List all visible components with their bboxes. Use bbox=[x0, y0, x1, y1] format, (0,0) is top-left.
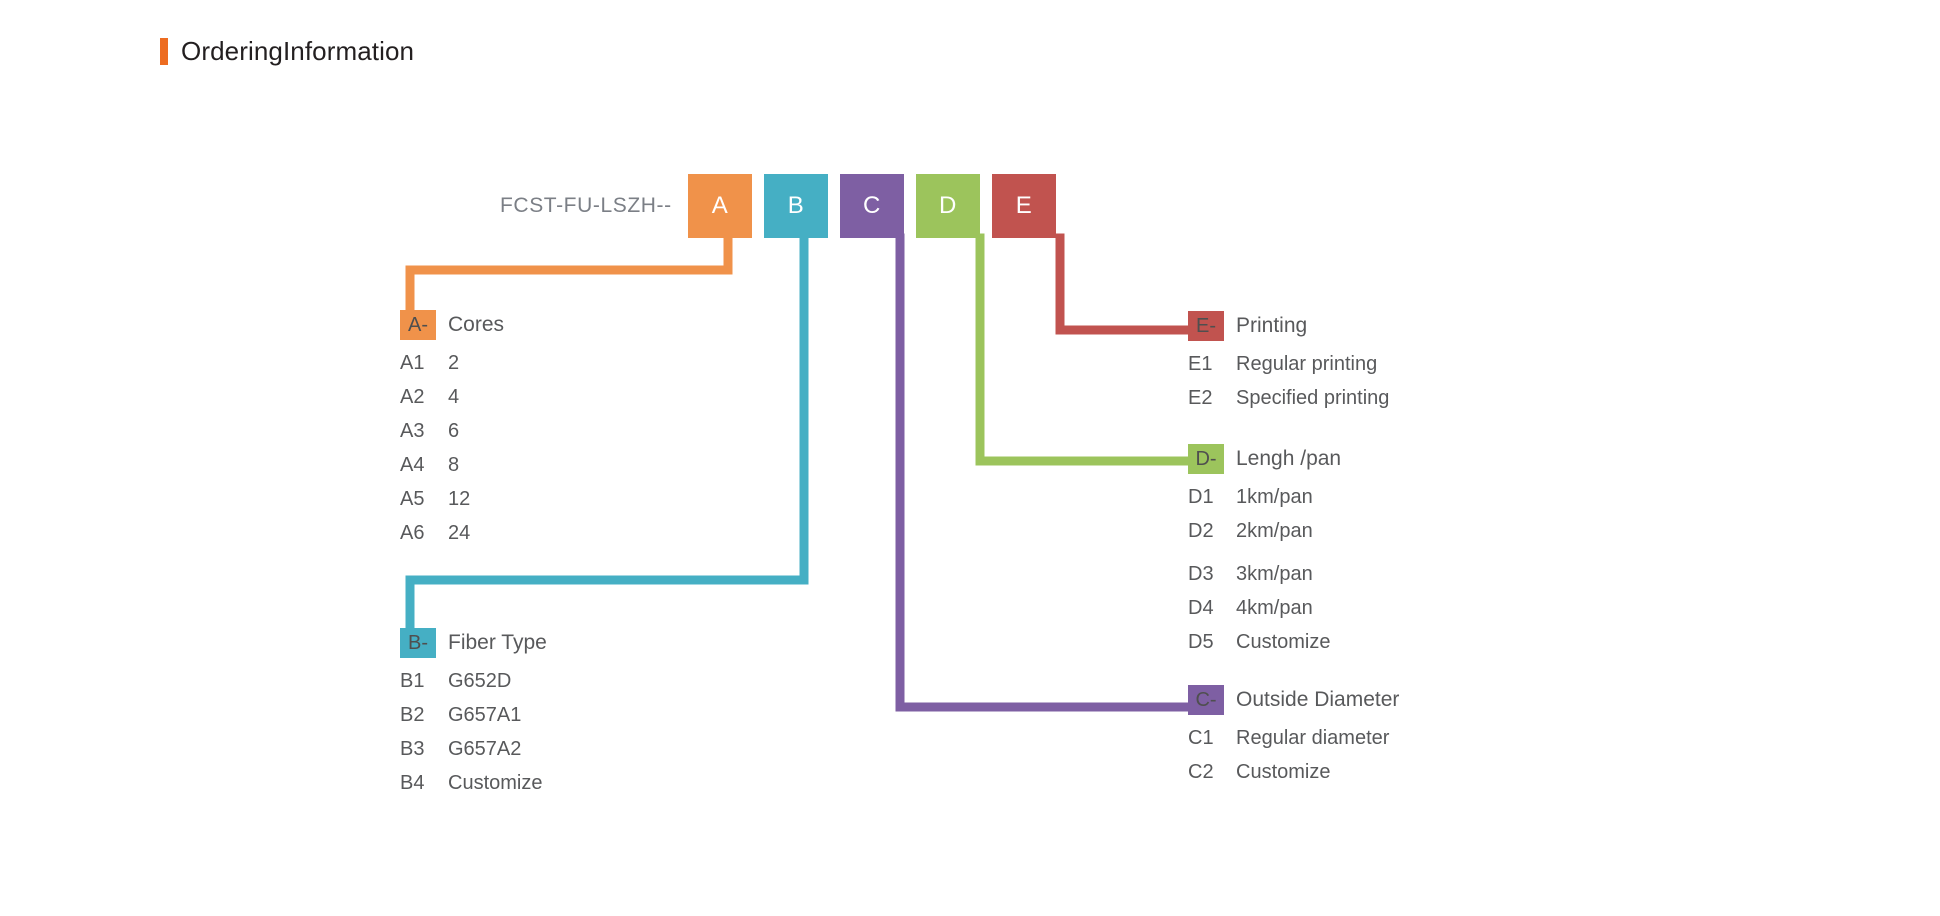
legend-group-c: C- Outside Diameter C1 Regular diameter … bbox=[1188, 685, 1399, 789]
legend-d-title: Lengh /pan bbox=[1236, 447, 1342, 470]
legend-a-code: A3 bbox=[400, 419, 425, 442]
legend-a-code: A4 bbox=[400, 453, 425, 476]
legend-e-code: E2 bbox=[1188, 386, 1213, 409]
legend-a-row: A1 2 bbox=[400, 346, 504, 380]
legend-b-row: B4 Customize bbox=[400, 766, 547, 800]
legend-d-row: D4 4km/pan bbox=[1188, 591, 1341, 625]
legend-a-code: A2 bbox=[400, 385, 425, 408]
legend-d-code: D1 bbox=[1188, 485, 1214, 508]
legend-a-row: A3 6 bbox=[400, 414, 504, 448]
page-header: OrderingInformation bbox=[160, 36, 414, 67]
legend-b-tag: B- bbox=[400, 628, 436, 658]
legend-group-e: E- Printing E1 Regular printing E2 Speci… bbox=[1188, 311, 1389, 415]
legend-a-tag: A- bbox=[400, 310, 436, 340]
connector-line-c bbox=[895, 233, 1205, 712]
connector-line-a bbox=[405, 233, 733, 323]
legend-a-value: 8 bbox=[448, 453, 460, 476]
legend-d-value: 2km/pan bbox=[1236, 519, 1313, 542]
legend-a-code: A6 bbox=[400, 521, 425, 544]
legend-group-b: B- Fiber Type B1 G652D B2 G657A1 B3 G657… bbox=[400, 628, 547, 800]
legend-e-row: E2 Specified printing bbox=[1188, 381, 1389, 415]
legend-e-value: Specified printing bbox=[1236, 386, 1390, 409]
legend-b-row: B2 G657A1 bbox=[400, 698, 547, 732]
legend-d-header: D- Lengh /pan bbox=[1188, 444, 1341, 474]
legend-b-code: B1 bbox=[400, 669, 425, 692]
legend-e-title: Printing bbox=[1236, 314, 1308, 337]
legend-b-value: G657A1 bbox=[448, 703, 522, 726]
legend-a-value: 24 bbox=[448, 521, 471, 544]
code-box-b[interactable]: B bbox=[763, 174, 828, 238]
legend-c-row: C2 Customize bbox=[1188, 755, 1399, 789]
legend-e-value: Regular printing bbox=[1236, 352, 1378, 375]
legend-a-code: A5 bbox=[400, 487, 425, 510]
part-number-row: FCST-FU-LSZH-- A B C D E bbox=[500, 174, 1056, 238]
legend-group-d: D- Lengh /pan D1 1km/pan D2 2km/pan D3 3… bbox=[1188, 444, 1341, 659]
legend-d-code: D4 bbox=[1188, 596, 1214, 619]
legend-b-code: B4 bbox=[400, 771, 425, 794]
code-box-d[interactable]: D bbox=[915, 174, 980, 238]
legend-a-row: A6 24 bbox=[400, 516, 504, 550]
connector-line-e bbox=[1055, 233, 1205, 335]
legend-d-value: 4km/pan bbox=[1236, 596, 1313, 619]
legend-b-code: B2 bbox=[400, 703, 425, 726]
legend-c-value: Regular diameter bbox=[1236, 726, 1390, 749]
legend-b-row: B3 G657A2 bbox=[400, 732, 547, 766]
legend-c-title: Outside Diameter bbox=[1236, 688, 1400, 711]
part-number-prefix: FCST-FU-LSZH-- bbox=[500, 194, 672, 217]
legend-c-tag: C- bbox=[1188, 685, 1224, 715]
legend-e-tag: E- bbox=[1188, 311, 1224, 341]
legend-d-code: D3 bbox=[1188, 562, 1214, 585]
legend-a-value: 12 bbox=[448, 487, 471, 510]
legend-d-tag: D- bbox=[1188, 444, 1224, 474]
legend-c-code: C1 bbox=[1188, 726, 1214, 749]
legend-d-row: D3 3km/pan bbox=[1188, 557, 1341, 591]
legend-b-header: B- Fiber Type bbox=[400, 628, 547, 658]
legend-e-header: E- Printing bbox=[1188, 311, 1389, 341]
legend-c-row: C1 Regular diameter bbox=[1188, 721, 1399, 755]
legend-d-value: Customize bbox=[1236, 630, 1331, 653]
legend-c-code: C2 bbox=[1188, 760, 1214, 783]
legend-d-row: D2 2km/pan bbox=[1188, 514, 1341, 548]
code-box-c[interactable]: C bbox=[839, 174, 904, 238]
legend-a-code: A1 bbox=[400, 351, 425, 374]
legend-d-row: D5 Customize bbox=[1188, 625, 1341, 659]
connector-line-d bbox=[975, 233, 1205, 466]
legend-e-row: E1 Regular printing bbox=[1188, 347, 1389, 381]
legend-e-code: E1 bbox=[1188, 352, 1213, 375]
legend-d-code: D5 bbox=[1188, 630, 1214, 653]
legend-a-title: Cores bbox=[448, 313, 505, 336]
legend-a-value: 2 bbox=[448, 351, 460, 374]
code-box-a[interactable]: A bbox=[687, 174, 752, 238]
legend-a-row: A2 4 bbox=[400, 380, 504, 414]
legend-d-row: D1 1km/pan bbox=[1188, 480, 1341, 514]
legend-group-a: A- Cores A1 2 A2 4 A3 6 A4 8 A5 12 A6 24 bbox=[400, 310, 504, 550]
legend-a-row: A5 12 bbox=[400, 482, 504, 516]
legend-b-value: G657A2 bbox=[448, 737, 522, 760]
code-box-e[interactable]: E bbox=[991, 174, 1056, 238]
legend-b-value: G652D bbox=[448, 669, 512, 692]
header-accent-bar bbox=[160, 38, 168, 65]
page-title: OrderingInformation bbox=[181, 36, 415, 66]
legend-c-value: Customize bbox=[1236, 760, 1331, 783]
legend-c-header: C- Outside Diameter bbox=[1188, 685, 1399, 715]
legend-a-value: 4 bbox=[448, 385, 460, 408]
legend-b-code: B3 bbox=[400, 737, 425, 760]
legend-d-code: D2 bbox=[1188, 519, 1214, 542]
legend-a-header: A- Cores bbox=[400, 310, 504, 340]
legend-d-value: 3km/pan bbox=[1236, 562, 1313, 585]
legend-a-value: 6 bbox=[448, 419, 460, 442]
legend-d-value: 1km/pan bbox=[1236, 485, 1313, 508]
legend-b-title: Fiber Type bbox=[448, 631, 547, 654]
legend-a-row: A4 8 bbox=[400, 448, 504, 482]
legend-b-value: Customize bbox=[448, 771, 543, 794]
legend-b-row: B1 G652D bbox=[400, 664, 547, 698]
